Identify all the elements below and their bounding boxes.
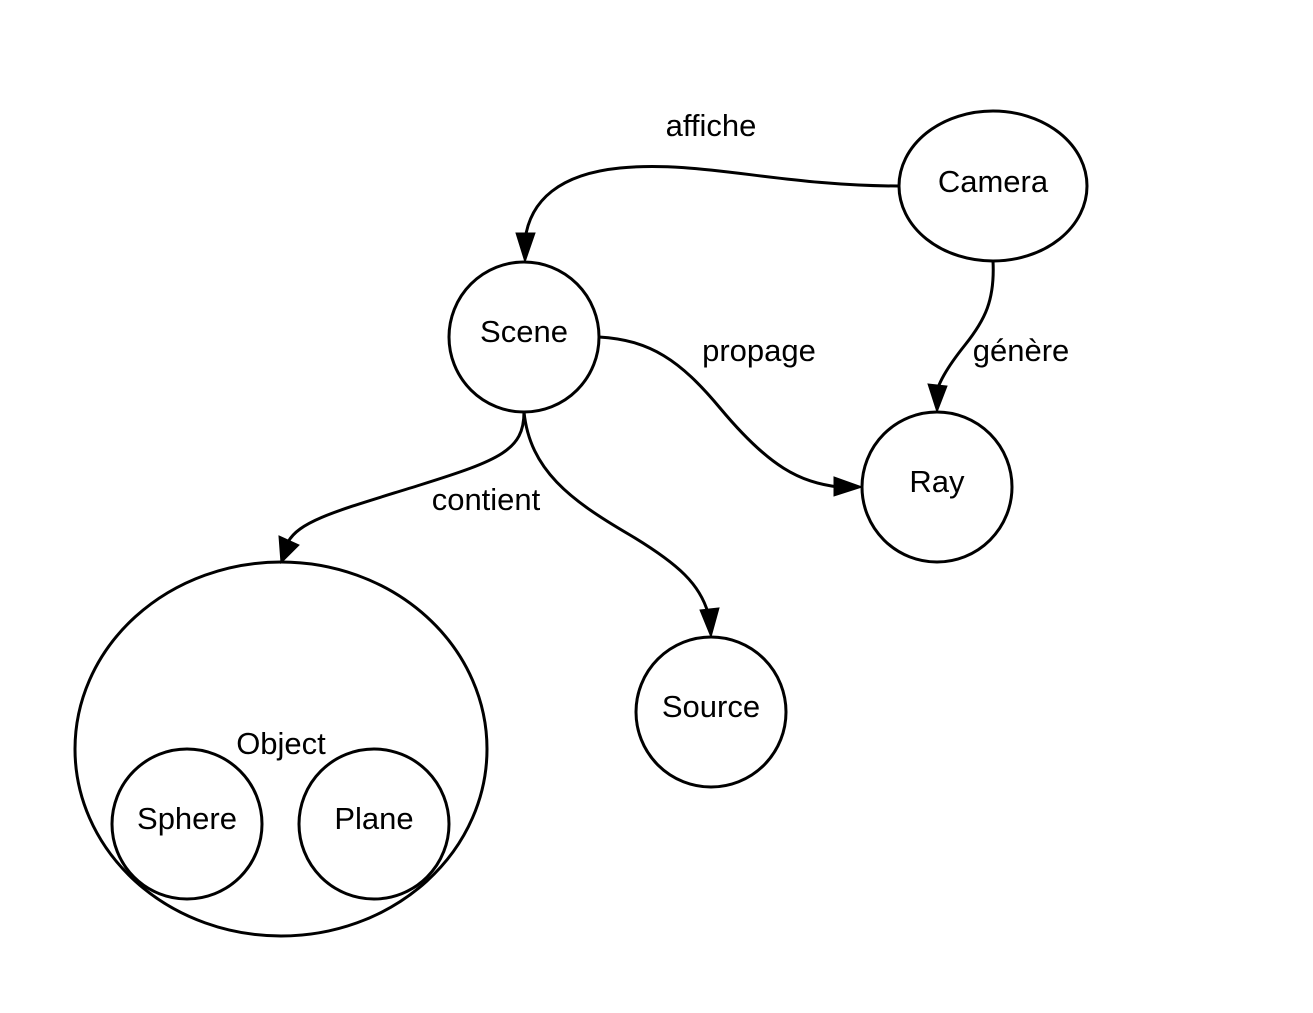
- edge-affiche[interactable]: affiche: [515, 108, 900, 264]
- edge-propage[interactable]: propage: [598, 333, 864, 497]
- edge-contient[interactable]: contient: [278, 411, 541, 565]
- edge-contient-arrowhead: [278, 535, 300, 565]
- edge-propage-label: propage: [702, 333, 816, 368]
- edge-affiche-arrowhead: [515, 232, 536, 264]
- edge-genere-label: génère: [973, 333, 1070, 368]
- node-camera-label: Camera: [938, 164, 1049, 199]
- edge-contient-line: [286, 411, 526, 543]
- node-ray-label: Ray: [909, 464, 965, 499]
- edge-genere[interactable]: génère: [927, 260, 1070, 414]
- node-scene[interactable]: Scene: [447, 260, 601, 414]
- edge-scene-source-arrowhead: [699, 607, 720, 639]
- node-ray[interactable]: Ray: [860, 410, 1014, 564]
- node-source-label: Source: [662, 689, 760, 724]
- edge-scene-source-line: [522, 411, 710, 614]
- edge-genere-line: [935, 260, 995, 393]
- node-sphere[interactable]: Sphere: [110, 747, 264, 901]
- edge-propage-arrowhead: [833, 476, 864, 497]
- node-scene-label: Scene: [480, 314, 568, 349]
- edge-scene-source[interactable]: [522, 411, 720, 639]
- node-plane-label: Plane: [334, 801, 413, 836]
- node-source[interactable]: Source: [634, 635, 788, 789]
- edge-contient-label: contient: [432, 482, 541, 517]
- edge-genere-arrowhead: [927, 383, 948, 414]
- edge-affiche-line: [523, 164, 900, 241]
- node-sphere-shape: [110, 747, 264, 901]
- node-plane-shape: [297, 747, 451, 901]
- node-plane[interactable]: Plane: [297, 747, 451, 901]
- node-camera[interactable]: Camera: [897, 109, 1089, 263]
- edge-propage-line: [598, 335, 839, 489]
- node-object-label: Object: [236, 726, 326, 761]
- edge-affiche-label: affiche: [666, 108, 757, 143]
- node-sphere-label: Sphere: [137, 801, 237, 836]
